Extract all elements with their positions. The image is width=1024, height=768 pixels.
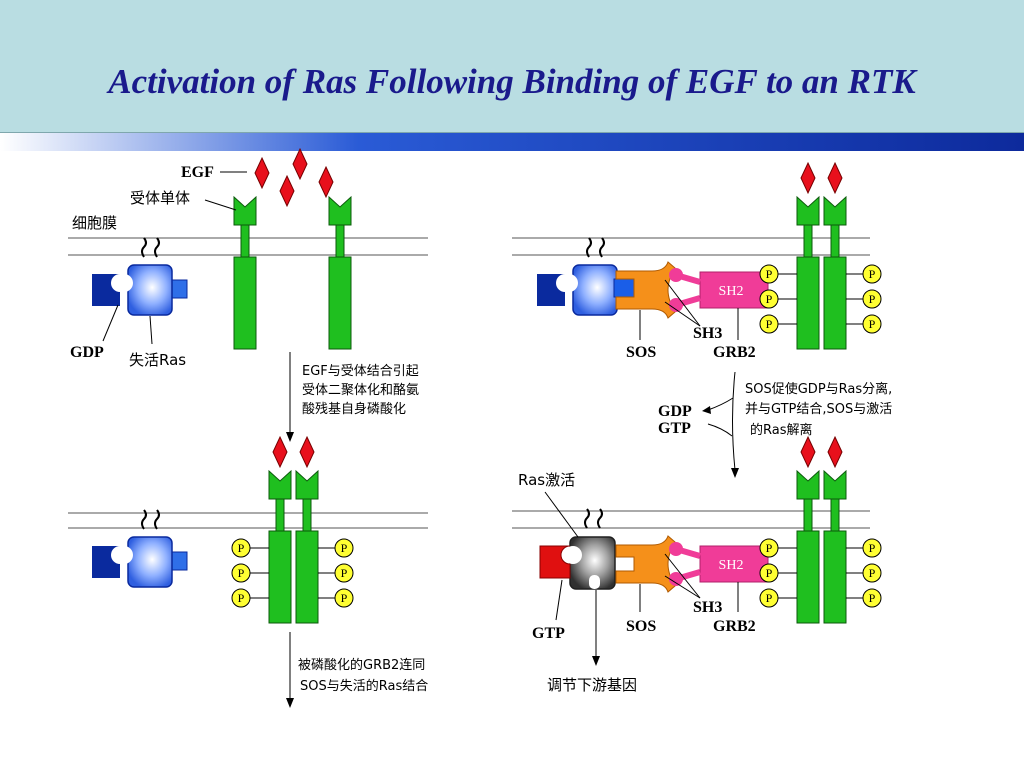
step1-note-line1: EGF与受体结合引起: [302, 364, 419, 379]
phosphate-label: P: [238, 566, 245, 580]
ras-active-label: Ras激活: [518, 471, 575, 489]
phosphate-label: P: [766, 292, 773, 306]
phosphate-label: P: [869, 317, 876, 331]
panel-4: SH2 P P P P P P Ras激活 GTP SH3 SOS GRB2: [512, 437, 882, 642]
phosphate-label: P: [869, 292, 876, 306]
grb2-label: GRB2: [713, 344, 756, 361]
step3-note-line1: SOS促使GDP与Ras分离,: [745, 381, 892, 397]
phosphate-label: P: [766, 317, 773, 331]
slide-title: Activation of Ras Following Binding of E…: [108, 62, 916, 101]
phosphate-label: P: [766, 591, 773, 605]
egf-label: EGF: [181, 164, 214, 181]
gtp-label: GTP: [532, 625, 565, 642]
gdp-label: GDP: [70, 344, 104, 361]
sh2-label: SH2: [719, 284, 744, 299]
phosphate-label: P: [238, 591, 245, 605]
step3-note-line2: 并与GTP结合,SOS与激活: [745, 402, 892, 417]
step1-note-line3: 酸残基自身磷酸化: [302, 401, 406, 417]
phosphate-label: P: [869, 541, 876, 555]
inactive-ras-label: 失活Ras: [129, 351, 186, 369]
exchange-gdp-label: GDP: [658, 403, 692, 420]
phosphate-label: P: [341, 566, 348, 580]
membrane-label: 细胞膜: [72, 214, 117, 232]
phosphate-label: P: [869, 591, 876, 605]
panel-3: SH2 P P P P P P SH3 SOS GRB2: [512, 163, 882, 361]
receptor-monomer-label: 受体单体: [130, 189, 190, 207]
phosphate-label: P: [238, 541, 245, 555]
downstream-label: 调节下游基因: [547, 676, 637, 694]
sh2-label: SH2: [719, 558, 744, 573]
phosphate-label: P: [766, 541, 773, 555]
phosphate-label: P: [869, 566, 876, 580]
sos-label: SOS: [626, 344, 656, 361]
header-gradient-bar: [0, 133, 1024, 151]
panel-2: P P P P P P: [68, 437, 428, 623]
step2-note-line2: SOS与失活的Ras结合: [300, 678, 428, 694]
sh3-label: SH3: [693, 325, 722, 342]
sh3-label: SH3: [693, 599, 722, 616]
phosphate-label: P: [869, 267, 876, 281]
inactive-ras: [91, 237, 173, 316]
phosphate-label: P: [341, 541, 348, 555]
header-banner: Activation of Ras Following Binding of E…: [0, 0, 1024, 133]
step2-note-line1: 被磷酸化的GRB2连同: [298, 657, 425, 673]
panel-1: EGF 受体单体 细胞膜 GDP 失活Ras: [68, 148, 428, 369]
exchange-gtp-label: GTP: [658, 420, 691, 437]
grb2-label: GRB2: [713, 618, 756, 635]
phosphate-label: P: [341, 591, 348, 605]
step3-note-line3: 的Ras解离: [750, 422, 813, 438]
active-ras: [539, 508, 616, 590]
phosphate-label: P: [766, 267, 773, 281]
step1-note-line2: 受体二聚体化和酪氨: [302, 382, 419, 398]
phosphate-label: P: [766, 566, 773, 580]
sos-label: SOS: [626, 618, 656, 635]
